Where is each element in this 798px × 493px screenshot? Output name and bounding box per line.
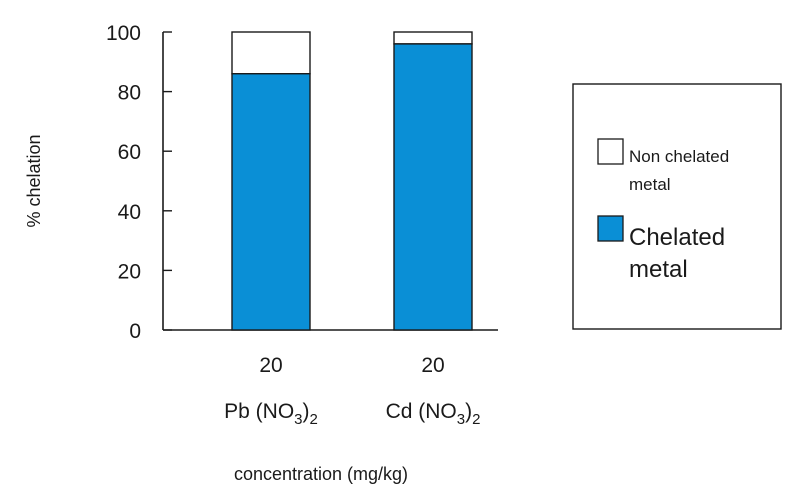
legend-label-non-chelated: Non chelated metal	[629, 147, 734, 194]
category-value-label: 20	[421, 354, 444, 377]
y-tick-label: 100	[106, 22, 141, 45]
legend-swatch-chelated	[597, 215, 624, 242]
category-compound-label: Cd (NO3)2	[386, 400, 481, 428]
category-compound-label: Pb (NO3)2	[224, 400, 318, 428]
y-tick-label: 0	[129, 320, 141, 343]
legend-label-chelated: Chelated metal	[629, 224, 732, 283]
x-axis-title: concentration (mg/kg)	[234, 464, 408, 484]
bar-chelated	[393, 43, 473, 331]
bar-non-chelated	[393, 31, 473, 45]
y-tick-label: 60	[118, 141, 141, 164]
legend: Non chelated metal Chelated metal	[572, 83, 782, 330]
category-value-label: 20	[259, 354, 282, 377]
y-tick-label: 40	[118, 201, 141, 224]
y-tick-label: 80	[118, 82, 141, 105]
bar-chelated	[231, 73, 311, 331]
y-axis-title: % chelation	[24, 134, 44, 227]
y-tick-label: 20	[118, 260, 141, 283]
bar-non-chelated	[231, 31, 311, 75]
legend-box	[572, 83, 782, 330]
legend-swatch-non-chelated	[597, 138, 624, 165]
